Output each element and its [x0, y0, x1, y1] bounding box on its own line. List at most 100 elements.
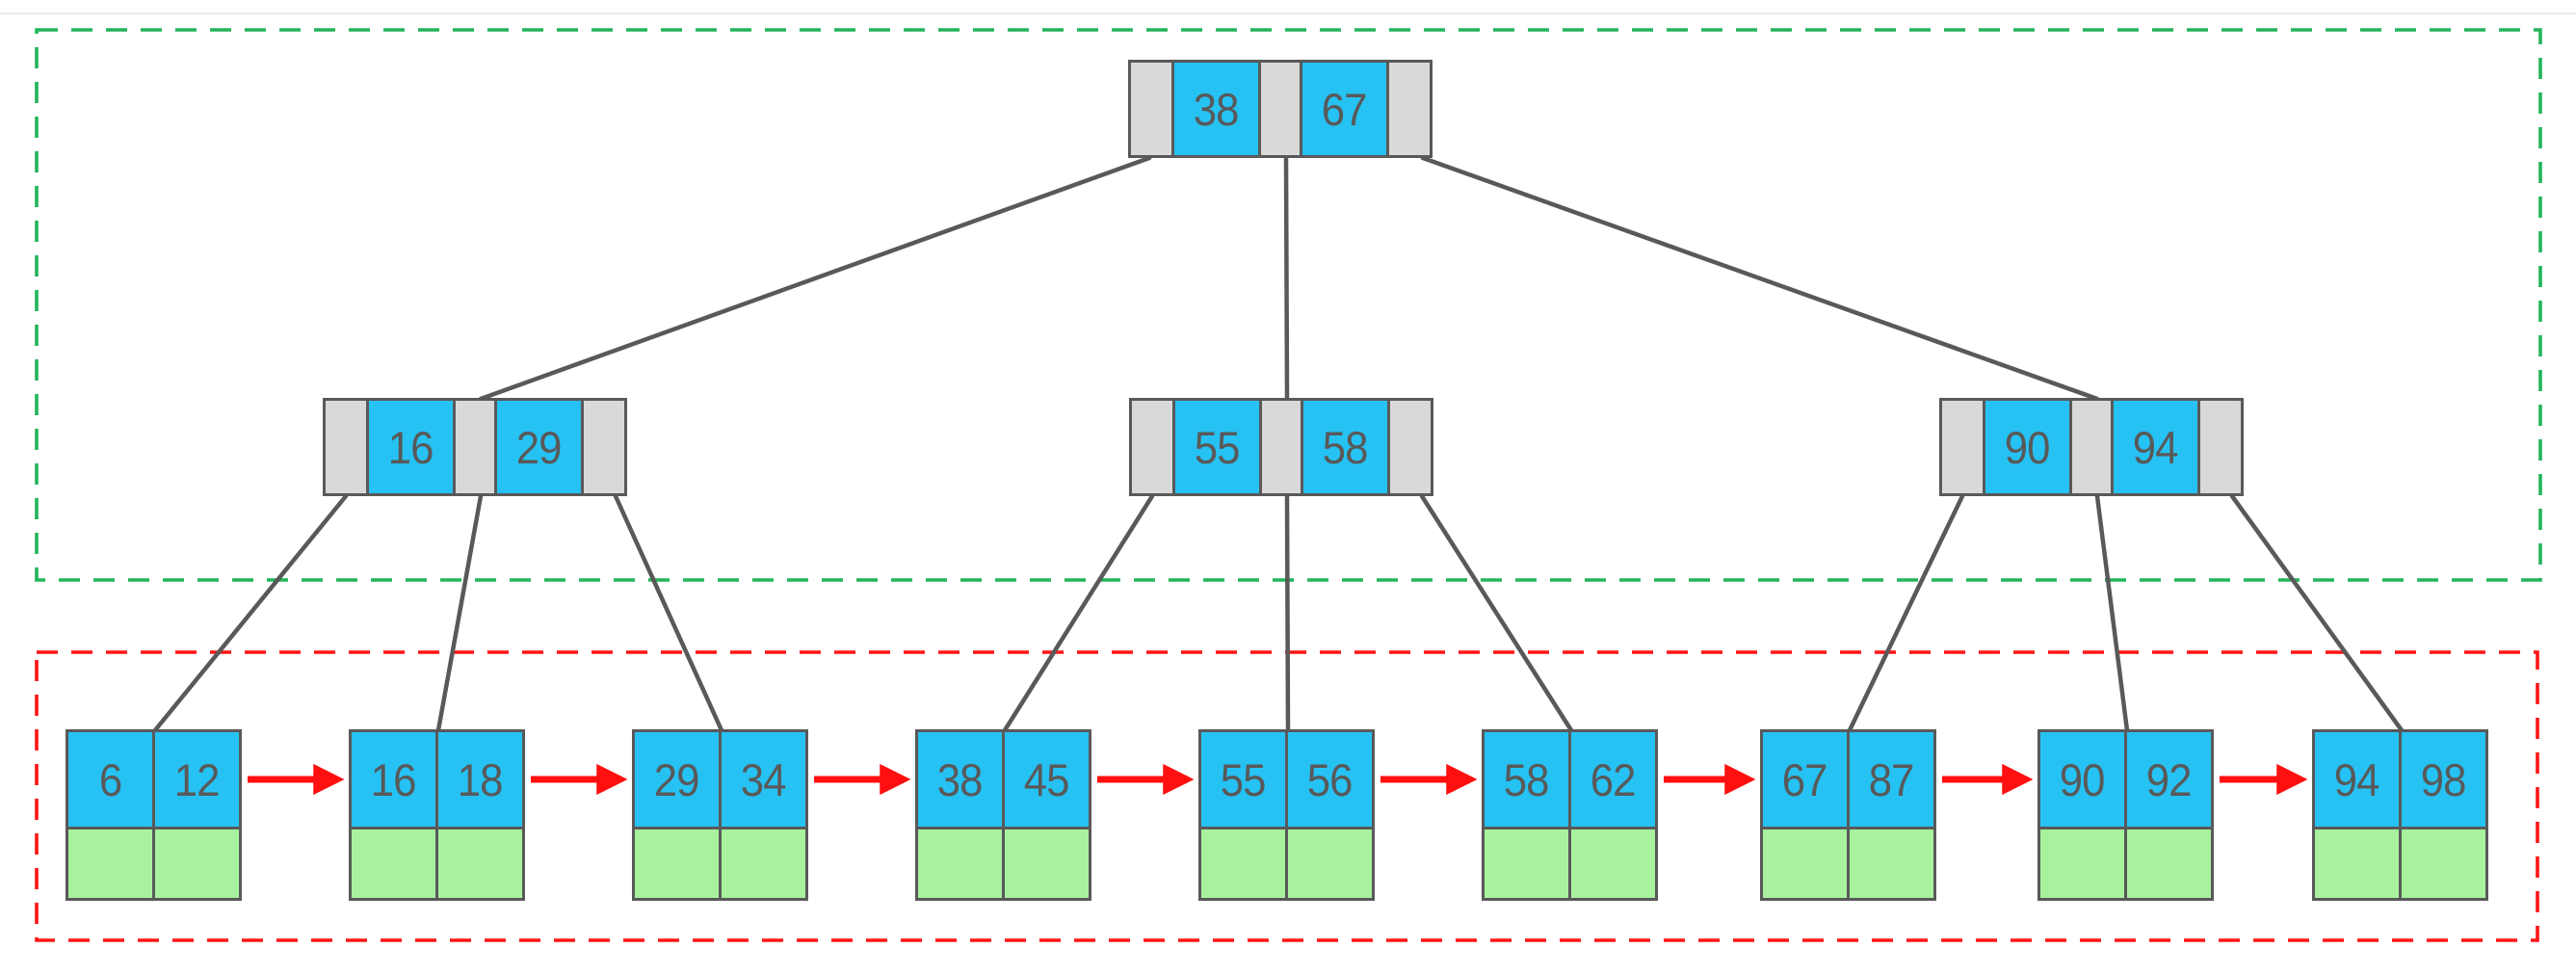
key-cell: 6	[66, 729, 155, 829]
leaf-cell-column: 87	[1847, 729, 1936, 901]
leaf-cell-column: 18	[435, 729, 525, 901]
pointer-cell	[1259, 398, 1303, 496]
tree-edge	[2094, 493, 2130, 733]
leaf-node: 29 34	[632, 729, 808, 901]
leaf-cell-column: 56	[1285, 729, 1375, 901]
key-value: 12	[174, 753, 221, 805]
record-pointer-cell	[2037, 827, 2127, 901]
tree-edge	[1002, 493, 1155, 733]
leaf-cell-column: 12	[152, 729, 242, 901]
leaf-node: 38 45	[915, 729, 1091, 901]
key-cell: 18	[435, 729, 525, 829]
record-pointer-cell	[719, 827, 808, 901]
key-value: 67	[1322, 83, 1368, 135]
key-cell: 90	[1983, 398, 2072, 496]
leaf-node: 67 87	[1760, 729, 1936, 901]
tree-edge	[1283, 155, 1290, 402]
pointer-cell	[1258, 60, 1302, 158]
key-cell: 55	[1172, 398, 1262, 496]
tree-edge	[2229, 493, 2405, 733]
pointer-cell	[1129, 398, 1175, 496]
leaf-cell-column: 67	[1760, 729, 1850, 901]
key-cell: 45	[1002, 729, 1091, 829]
key-cell: 87	[1847, 729, 1936, 829]
key-cell: 38	[915, 729, 1005, 829]
record-pointer-cell	[1002, 827, 1091, 901]
key-value: 98	[2421, 753, 2467, 805]
record-pointer-cell	[1482, 827, 1571, 901]
key-value: 45	[1024, 753, 1070, 805]
tree-edge	[435, 493, 484, 733]
record-pointer-cell	[66, 827, 155, 901]
key-value: 55	[1221, 753, 1267, 805]
key-cell: 94	[2312, 729, 2402, 829]
key-value: 90	[2060, 753, 2106, 805]
key-value: 16	[388, 421, 434, 473]
record-pointer-cell	[349, 827, 438, 901]
pointer-cell	[2197, 398, 2244, 496]
key-value: 56	[1307, 753, 1354, 805]
record-pointer-cell	[435, 827, 525, 901]
key-value: 62	[1590, 753, 1637, 805]
key-cell: 56	[1285, 729, 1375, 829]
key-value: 55	[1195, 421, 1241, 473]
key-value: 90	[2005, 421, 2051, 473]
key-value: 94	[2133, 421, 2179, 473]
key-value: 92	[2146, 753, 2193, 805]
internal-node: 55 58	[1129, 398, 1433, 496]
key-value: 6	[98, 753, 122, 805]
leaf-node: 90 92	[2037, 729, 2214, 901]
key-cell: 58	[1301, 398, 1390, 496]
record-pointer-cell	[2124, 827, 2214, 901]
internal-node: 90 94	[1939, 398, 2244, 496]
key-cell: 67	[1760, 729, 1850, 829]
record-pointer-cell	[1760, 827, 1850, 901]
leaf-node: 94 98	[2312, 729, 2488, 901]
leaf-cell-column: 34	[719, 729, 808, 901]
key-value: 58	[1323, 421, 1369, 473]
key-value: 16	[371, 753, 417, 805]
key-cell: 92	[2124, 729, 2214, 829]
key-value: 58	[1504, 753, 1550, 805]
pointer-cell	[323, 398, 369, 496]
leaf-cell-column: 16	[349, 729, 438, 901]
key-value: 38	[937, 753, 984, 805]
key-cell: 67	[1300, 60, 1389, 158]
key-cell: 29	[632, 729, 722, 829]
pointer-cell	[581, 398, 627, 496]
leaf-cell-column: 62	[1568, 729, 1658, 901]
key-value: 87	[1869, 753, 1915, 805]
key-cell: 12	[152, 729, 242, 829]
key-cell: 98	[2399, 729, 2488, 829]
leaf-node: 55 56	[1198, 729, 1375, 901]
leaf-cell-column: 58	[1482, 729, 1571, 901]
tree-edge	[613, 493, 724, 733]
leaf-cell-column: 90	[2037, 729, 2127, 901]
leaf-node: 6 12	[66, 729, 242, 901]
record-pointer-cell	[2312, 827, 2402, 901]
key-cell: 16	[366, 398, 456, 496]
key-cell: 90	[2037, 729, 2127, 829]
record-pointer-cell	[2399, 827, 2488, 901]
key-cell: 58	[1482, 729, 1571, 829]
key-value: 18	[458, 753, 504, 805]
leaf-cell-column: 92	[2124, 729, 2214, 901]
key-value: 34	[741, 753, 787, 805]
pointer-cell	[1387, 398, 1433, 496]
key-value: 94	[2334, 753, 2380, 805]
record-pointer-cell	[632, 827, 722, 901]
key-cell: 62	[1568, 729, 1658, 829]
leaf-cell-column: 38	[915, 729, 1005, 901]
tree-edge	[152, 493, 349, 733]
key-value: 29	[516, 421, 563, 473]
key-cell: 34	[719, 729, 808, 829]
pointer-cell	[453, 398, 497, 496]
key-value: 29	[654, 753, 700, 805]
key-cell: 16	[349, 729, 438, 829]
tree-edge	[1420, 155, 2100, 402]
tree-edge	[478, 155, 1152, 402]
